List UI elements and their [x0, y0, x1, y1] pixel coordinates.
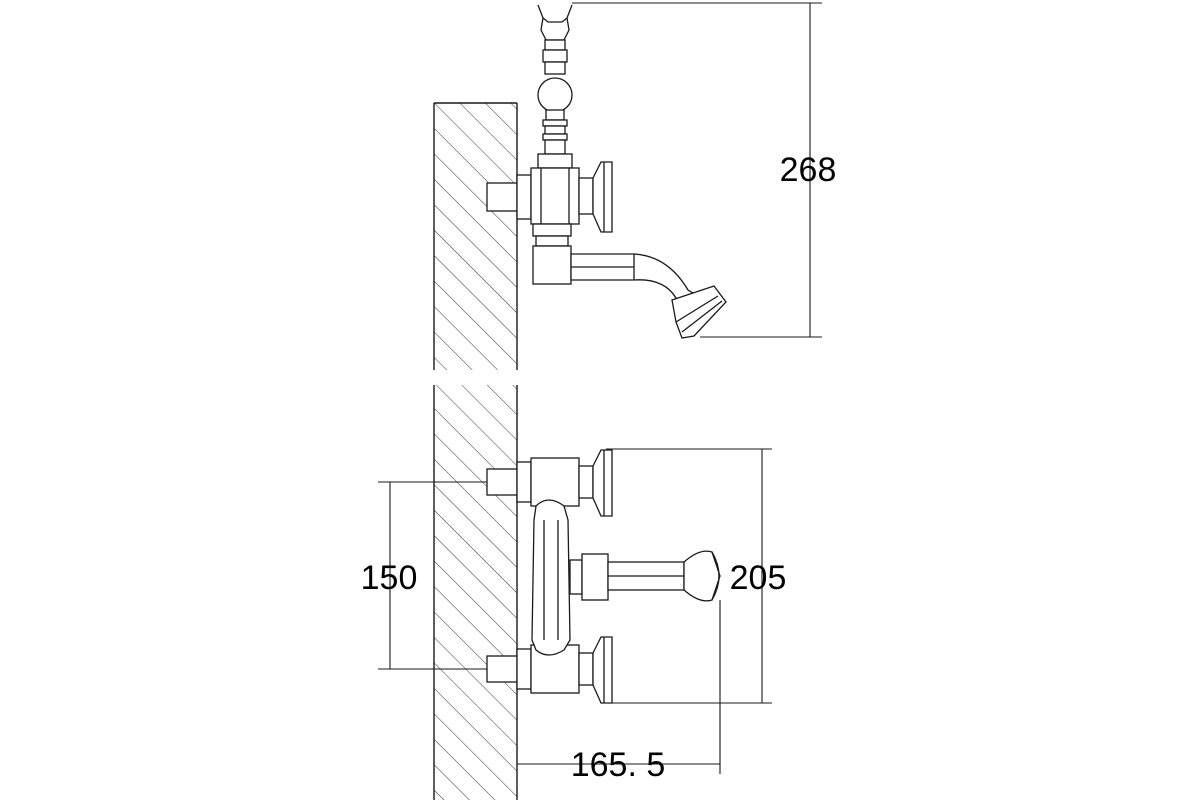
dimension-150: 150: [361, 481, 487, 670]
dimension-165-5: 165. 5: [517, 600, 721, 784]
side-view: 268: [433, 2, 837, 370]
valve-body-top: [486, 161, 613, 233]
wall-section-bottom: [433, 385, 518, 800]
shower-holder: [537, 4, 573, 169]
front-view: 150 205 165. 5: [361, 385, 787, 800]
mixer-body: [531, 499, 571, 656]
spout-top: [532, 223, 727, 339]
wall-section-top: [433, 102, 518, 370]
lower-valve: [486, 636, 613, 704]
dimension-label-205: 205: [730, 559, 787, 597]
dimension-label-165-5: 165. 5: [571, 746, 666, 784]
dimension-205: 205: [606, 448, 787, 704]
dimension-268: 268: [572, 2, 837, 338]
spout-front: [569, 550, 721, 602]
dimension-label-150: 150: [361, 559, 418, 597]
dimension-label-268: 268: [780, 151, 837, 189]
